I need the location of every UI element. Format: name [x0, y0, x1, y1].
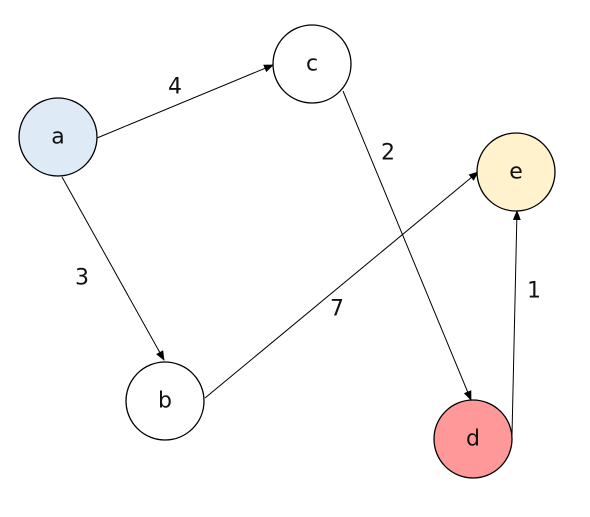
edge-a-to-c: [96, 64, 274, 139]
node-c[interactable]: c: [272, 24, 352, 104]
node-e-label: e: [509, 160, 523, 185]
node-d[interactable]: d: [433, 399, 513, 479]
weight-b-e: 7: [330, 297, 344, 322]
edge-weights: 4 3 2 7 1: [75, 75, 541, 322]
weight-d-e: 1: [527, 279, 541, 304]
edges: [61, 64, 521, 436]
node-d-circle: [433, 399, 513, 479]
node-d-label: d: [466, 427, 480, 452]
node-c-circle: [272, 24, 352, 104]
edge-b-to-e: [204, 171, 479, 399]
node-e[interactable]: e: [476, 132, 556, 212]
node-b[interactable]: b: [125, 361, 205, 441]
nodes: a b c d e: [18, 24, 556, 479]
node-a[interactable]: a: [18, 97, 98, 177]
edge-a-to-b: [61, 176, 165, 361]
edge-d-to-e: [511, 210, 521, 436]
node-b-circle: [125, 361, 205, 441]
weight-a-b: 3: [75, 266, 89, 291]
node-b-label: b: [158, 389, 172, 414]
edge-c-to-d: [342, 90, 472, 401]
weight-c-d: 2: [381, 141, 395, 166]
node-a-circle: [18, 97, 98, 177]
node-e-circle: [476, 132, 556, 212]
node-a-label: a: [51, 125, 64, 150]
weight-a-c: 4: [168, 75, 182, 100]
node-c-label: c: [306, 52, 318, 77]
